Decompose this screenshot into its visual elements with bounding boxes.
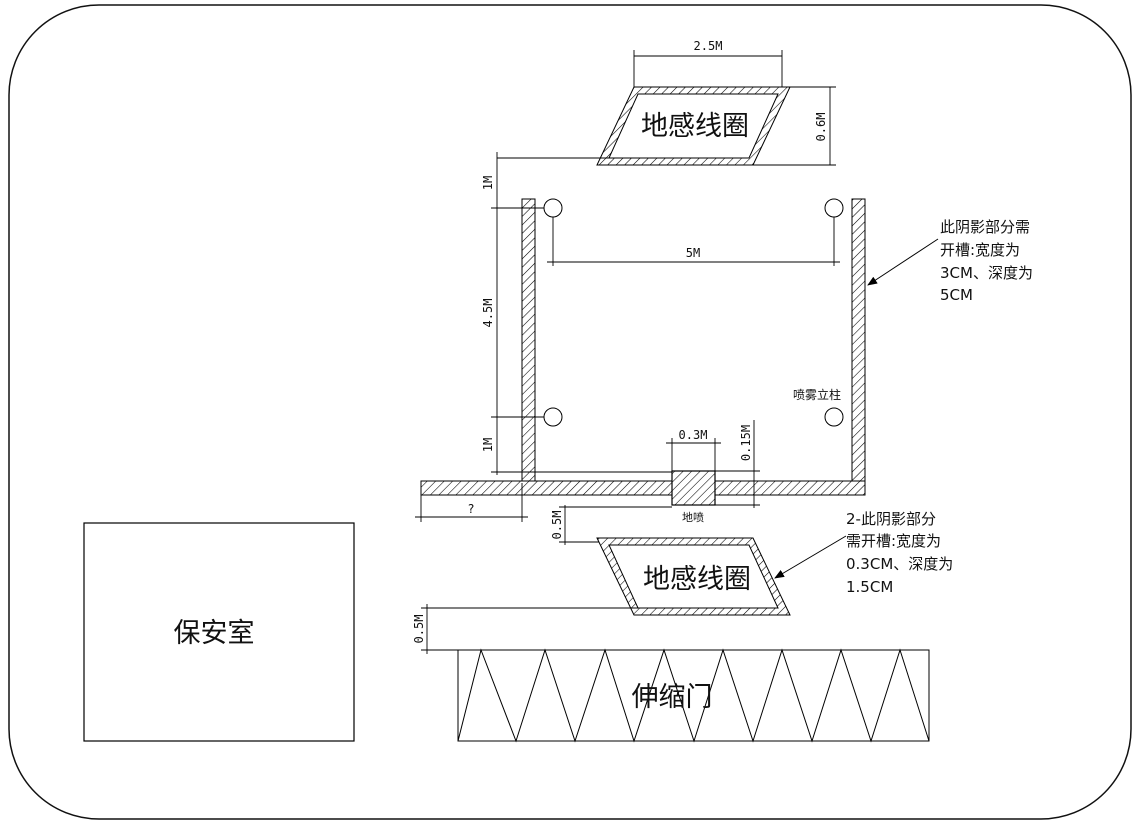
pillar-bottom-right xyxy=(824,407,844,427)
dim-spray-width: 0.3M xyxy=(666,428,721,471)
dim-offset-bottom-label: 1M xyxy=(481,438,495,452)
ground-spray: 地喷 xyxy=(671,470,716,524)
note2-line2: 需开槽:宽度为 xyxy=(846,532,941,550)
gate-label: 伸缩门 xyxy=(632,682,713,713)
pillar-top-left xyxy=(543,198,563,218)
dim-to-loop-label: 0.5M xyxy=(550,511,564,540)
outer-frame xyxy=(8,4,1132,820)
note2-line4: 1.5CM xyxy=(846,578,893,596)
note1-line1: 此阴影部分需 xyxy=(940,218,1030,236)
dim-spray-depth: 0.15M xyxy=(715,420,760,508)
dim-left-chain: 1M 4.5M 1M xyxy=(481,152,672,475)
dim-spray-width-label: 0.3M xyxy=(679,428,708,442)
note1-line2: 开槽:宽度为 xyxy=(940,241,1020,259)
guard-room-label: 保安室 xyxy=(174,618,255,649)
spray-pillar-label: 喷雾立柱 xyxy=(793,387,841,402)
dim-loop-height-label: 0.6M xyxy=(814,113,828,142)
top-ground-loop: 地感线圈 xyxy=(596,86,791,166)
top-loop-label: 地感线圈 xyxy=(641,111,749,142)
bottom-ground-loop: 地感线圈 xyxy=(596,537,791,616)
dim-pillar-gap: 5M xyxy=(547,217,840,266)
pillar-top-right xyxy=(824,198,844,218)
telescopic-gate: 伸缩门 xyxy=(457,648,930,743)
note2-line3: 0.3CM、深度为 xyxy=(846,555,953,573)
dim-to-gate: 0.5M xyxy=(412,604,638,654)
dim-loop-width-label: 2.5M xyxy=(694,39,723,53)
spray-pillars: 喷雾立柱 xyxy=(543,198,844,427)
dim-spray-depth-label: 0.15M xyxy=(739,425,753,461)
note1-line4: 5CM xyxy=(940,286,973,304)
bottom-loop-label: 地感线圈 xyxy=(643,564,751,595)
dim-unknown-label: ? xyxy=(467,502,474,516)
dim-pillar-gap-label: 5M xyxy=(686,246,700,260)
dim-unknown: ? xyxy=(415,483,528,522)
dim-to-loop: 0.5M xyxy=(550,505,672,545)
dim-loop-width: 2.5M xyxy=(633,39,783,87)
note1-line3: 3CM、深度为 xyxy=(940,264,1033,282)
dim-to-gate-label: 0.5M xyxy=(412,615,426,644)
dim-loop-height: 0.6M xyxy=(753,86,836,166)
ground-spray-label: 地喷 xyxy=(682,511,704,524)
dim-side-span-label: 4.5M xyxy=(481,299,495,328)
pillar-bottom-left xyxy=(543,407,563,427)
note-2: 2-此阴影部分 需开槽:宽度为 0.3CM、深度为 1.5CM xyxy=(774,510,953,596)
guard-room: 保安室 xyxy=(83,522,355,742)
note2-line1: 2-此阴影部分 xyxy=(846,510,936,528)
note-1: 此阴影部分需 开槽:宽度为 3CM、深度为 5CM xyxy=(867,218,1033,304)
dim-offset-top-label: 1M xyxy=(481,176,495,190)
